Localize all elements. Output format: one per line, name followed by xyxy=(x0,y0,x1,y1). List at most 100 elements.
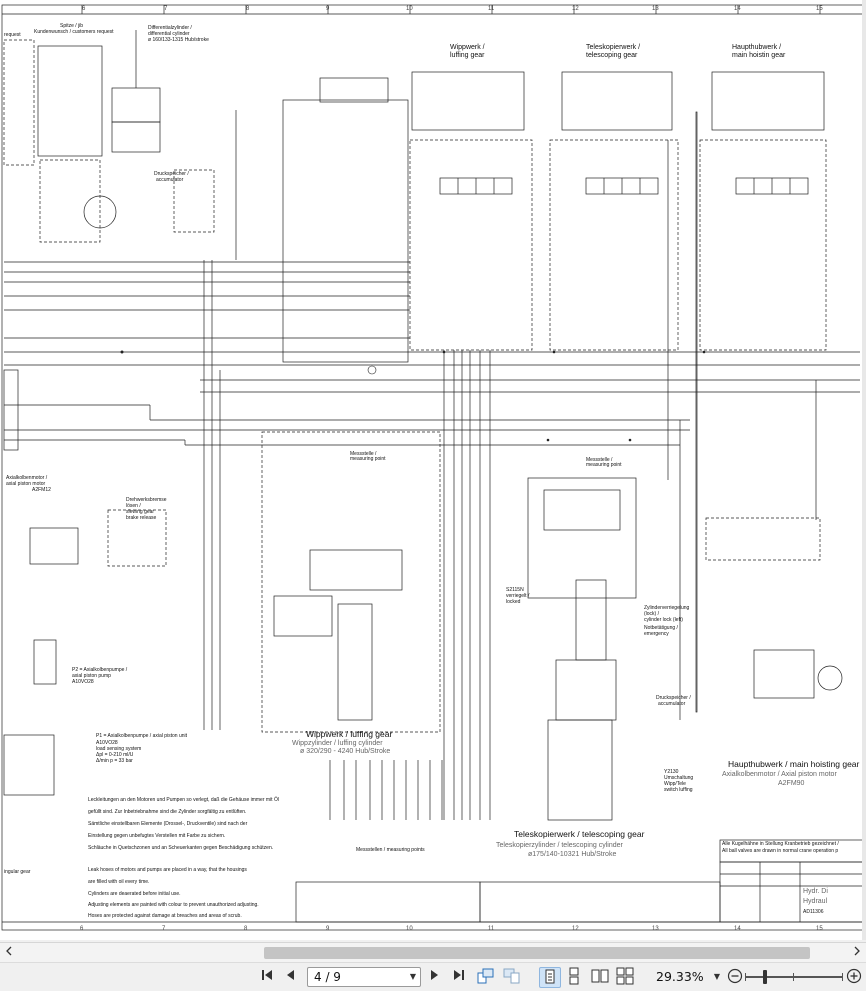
column-number: 15 xyxy=(816,6,823,12)
zoom-out-button[interactable] xyxy=(726,968,744,986)
first-page-button[interactable] xyxy=(258,968,276,986)
main-hoist-title-en: main hoistin gear xyxy=(732,52,786,59)
two-page-view-button[interactable] xyxy=(590,967,610,986)
column-number: 8 xyxy=(246,6,250,12)
zoom-out-icon xyxy=(727,968,743,984)
column-number: 13 xyxy=(652,6,659,12)
slewing-brake-label-3: slewing gear xyxy=(126,509,155,515)
main-hoist-motor-code: A2FM90 xyxy=(778,780,805,787)
valve-y2130-label: Umschaltung xyxy=(664,775,694,781)
main-hoist-motor-subtitle: Axialkolbenmotor / Axial piston motor xyxy=(722,771,837,778)
note-en-3: Cylinders are deaerated before initial u… xyxy=(88,891,181,897)
rotate-clockwise-icon xyxy=(503,968,520,984)
spitze-label: Spitze / jib xyxy=(60,23,84,29)
column-number: 14 xyxy=(734,926,741,932)
axial-motor-label-en: axial piston motor xyxy=(6,481,46,487)
column-number: 7 xyxy=(164,6,168,12)
zoom-menu-button[interactable]: ▼ xyxy=(712,968,722,986)
scroll-right-button[interactable] xyxy=(850,945,864,961)
note-en-2: are filled with oil every time. xyxy=(88,879,150,885)
valve-y2130-label-en: switch luffing xyxy=(664,787,693,793)
rotate-counterclockwise-icon xyxy=(477,968,494,984)
note-de-5: Schläuche in Quetschzonen und an Scheuer… xyxy=(88,845,274,851)
valve-y2130: Y2130 xyxy=(664,769,679,775)
telescoping-cylinder-subtitle: Teleskopierzylinder / telescoping cylind… xyxy=(496,842,623,849)
last-page-button[interactable] xyxy=(450,968,468,986)
luffing-gear-title-en: luffing gear xyxy=(450,52,485,59)
zoom-level: 29.33% xyxy=(656,969,704,984)
zoom-in-button[interactable] xyxy=(845,968,863,986)
telescoping-gear-title: Teleskopierwerk / xyxy=(586,44,641,51)
measuring-point-label-2: Messstelle / xyxy=(586,457,613,463)
dropdown-arrow-icon: ▼ xyxy=(409,972,416,981)
cylinder-lock-label: Zylinderverriegelung xyxy=(644,605,690,611)
pump-p1-pressure: Δ/min p = 33 bar xyxy=(96,758,133,764)
note-de-4: Einstellung gegen unbefugtes Verstellen … xyxy=(88,833,226,839)
column-number: 7 xyxy=(162,926,166,932)
title-block-subtitle: Hydraul xyxy=(803,898,828,905)
switch-s2115n-state: verriegelt / xyxy=(506,593,530,599)
pump-p1-flow: Δpl = 0-210 ml/U xyxy=(96,752,134,758)
schematic-page: 6 7 8 9 10 11 12 13 14 15 6 7 8 9 10 11 … xyxy=(0,0,866,940)
column-number: 11 xyxy=(488,926,495,932)
column-number: 14 xyxy=(734,6,741,12)
next-page-icon xyxy=(431,970,438,980)
scroll-left-button[interactable] xyxy=(2,945,16,961)
rotate-counterclockwise-button[interactable] xyxy=(476,968,496,986)
accumulator-label: Druckspeicher / xyxy=(154,171,189,177)
note-en-1: Leak hoses of motors and pumps are place… xyxy=(88,867,247,873)
telescoping-cylinder-dimension: ø175/140-10321 Hub/Stroke xyxy=(528,851,617,858)
column-number: 12 xyxy=(572,926,579,932)
horizontal-scrollbar[interactable] xyxy=(0,942,866,963)
two-page-continuous-view-button[interactable] xyxy=(615,967,635,986)
zoom-slider[interactable] xyxy=(745,970,843,984)
zoom-slider-knob[interactable] xyxy=(763,970,767,984)
luffing-cylinder-dimension: ø 320/290 - 4240 Hub/Stroke xyxy=(300,748,391,755)
pump-p2-code: A10VO28 xyxy=(72,679,94,685)
previous-page-button[interactable] xyxy=(282,968,300,986)
slewing-brake-label: Drehwerksbremse xyxy=(126,497,167,503)
main-hoist-motor-title: Haupthubwerk / main hoisting gear xyxy=(728,759,860,769)
differential-cylinder-label: Differentialzylinder / xyxy=(148,25,192,31)
cylinder-lock-label-3: cylinder lock (left) xyxy=(644,617,683,623)
column-number: 15 xyxy=(816,926,823,932)
column-number: 6 xyxy=(82,6,86,12)
title-block-title: Hydr. Di xyxy=(803,888,828,895)
luffing-cylinder-title: Wippwerk / luffing gear xyxy=(306,729,393,739)
title-block-drawing-number: AD11306 xyxy=(803,909,824,915)
scroll-thumb[interactable] xyxy=(264,947,810,959)
single-page-view-button[interactable] xyxy=(539,967,561,988)
viewer-toolbar: 4 / 9 ▼ 29.33% ▼ xyxy=(0,962,866,991)
zoom-slider-tick xyxy=(745,973,746,981)
accumulator-label-en: accumulator xyxy=(156,177,184,183)
scroll-track[interactable] xyxy=(16,947,850,959)
valve-y2130-label-2: Wipp/Tele xyxy=(664,781,686,787)
column-number: 10 xyxy=(406,6,413,12)
continuous-view-button[interactable] xyxy=(564,967,584,986)
first-page-icon xyxy=(262,970,272,980)
column-number: 13 xyxy=(652,926,659,932)
page-selector[interactable]: 4 / 9 ▼ xyxy=(307,967,421,987)
vertical-scrollbar[interactable] xyxy=(862,0,866,940)
luffing-cylinder-subtitle: Wippzylinder / luffing cylinder xyxy=(292,740,383,747)
column-number: 8 xyxy=(244,926,248,932)
next-page-button[interactable] xyxy=(425,968,443,986)
page-number-value: 4 / 9 xyxy=(314,970,341,984)
two-page-icon xyxy=(591,969,609,983)
note-de-2: gefüllt sind. Zur Inbetriebnahme sind di… xyxy=(88,809,247,815)
measuring-point-label-en: measuring point xyxy=(350,456,386,462)
rotate-clockwise-button[interactable] xyxy=(502,968,522,986)
column-number: 9 xyxy=(326,926,330,932)
note-en-5: Hoses are protected against damage at br… xyxy=(88,913,242,919)
axial-motor-label: Axialkolbenmotor / xyxy=(6,475,48,481)
zoom-slider-tick xyxy=(842,973,843,981)
measuring-points-label: Messstellen / measuring points xyxy=(356,847,425,853)
pump-p2-label: P2 = Axialkolbenpumpe / xyxy=(72,667,128,673)
zoom-menu-icon: ▼ xyxy=(713,972,721,981)
note-de-3: Sämtliche einstellbaren Elemente (Drosse… xyxy=(88,821,248,827)
measuring-point-label: Messstelle / xyxy=(350,451,377,457)
differential-cylinder-dim: ø 160/133-1315 Hub/stroke xyxy=(148,37,209,43)
accumulator-label-en-2: accumulator xyxy=(658,701,686,707)
accumulator-label-2: Druckspeicher / xyxy=(656,695,691,701)
emergency-label-en: emergency xyxy=(644,631,669,637)
